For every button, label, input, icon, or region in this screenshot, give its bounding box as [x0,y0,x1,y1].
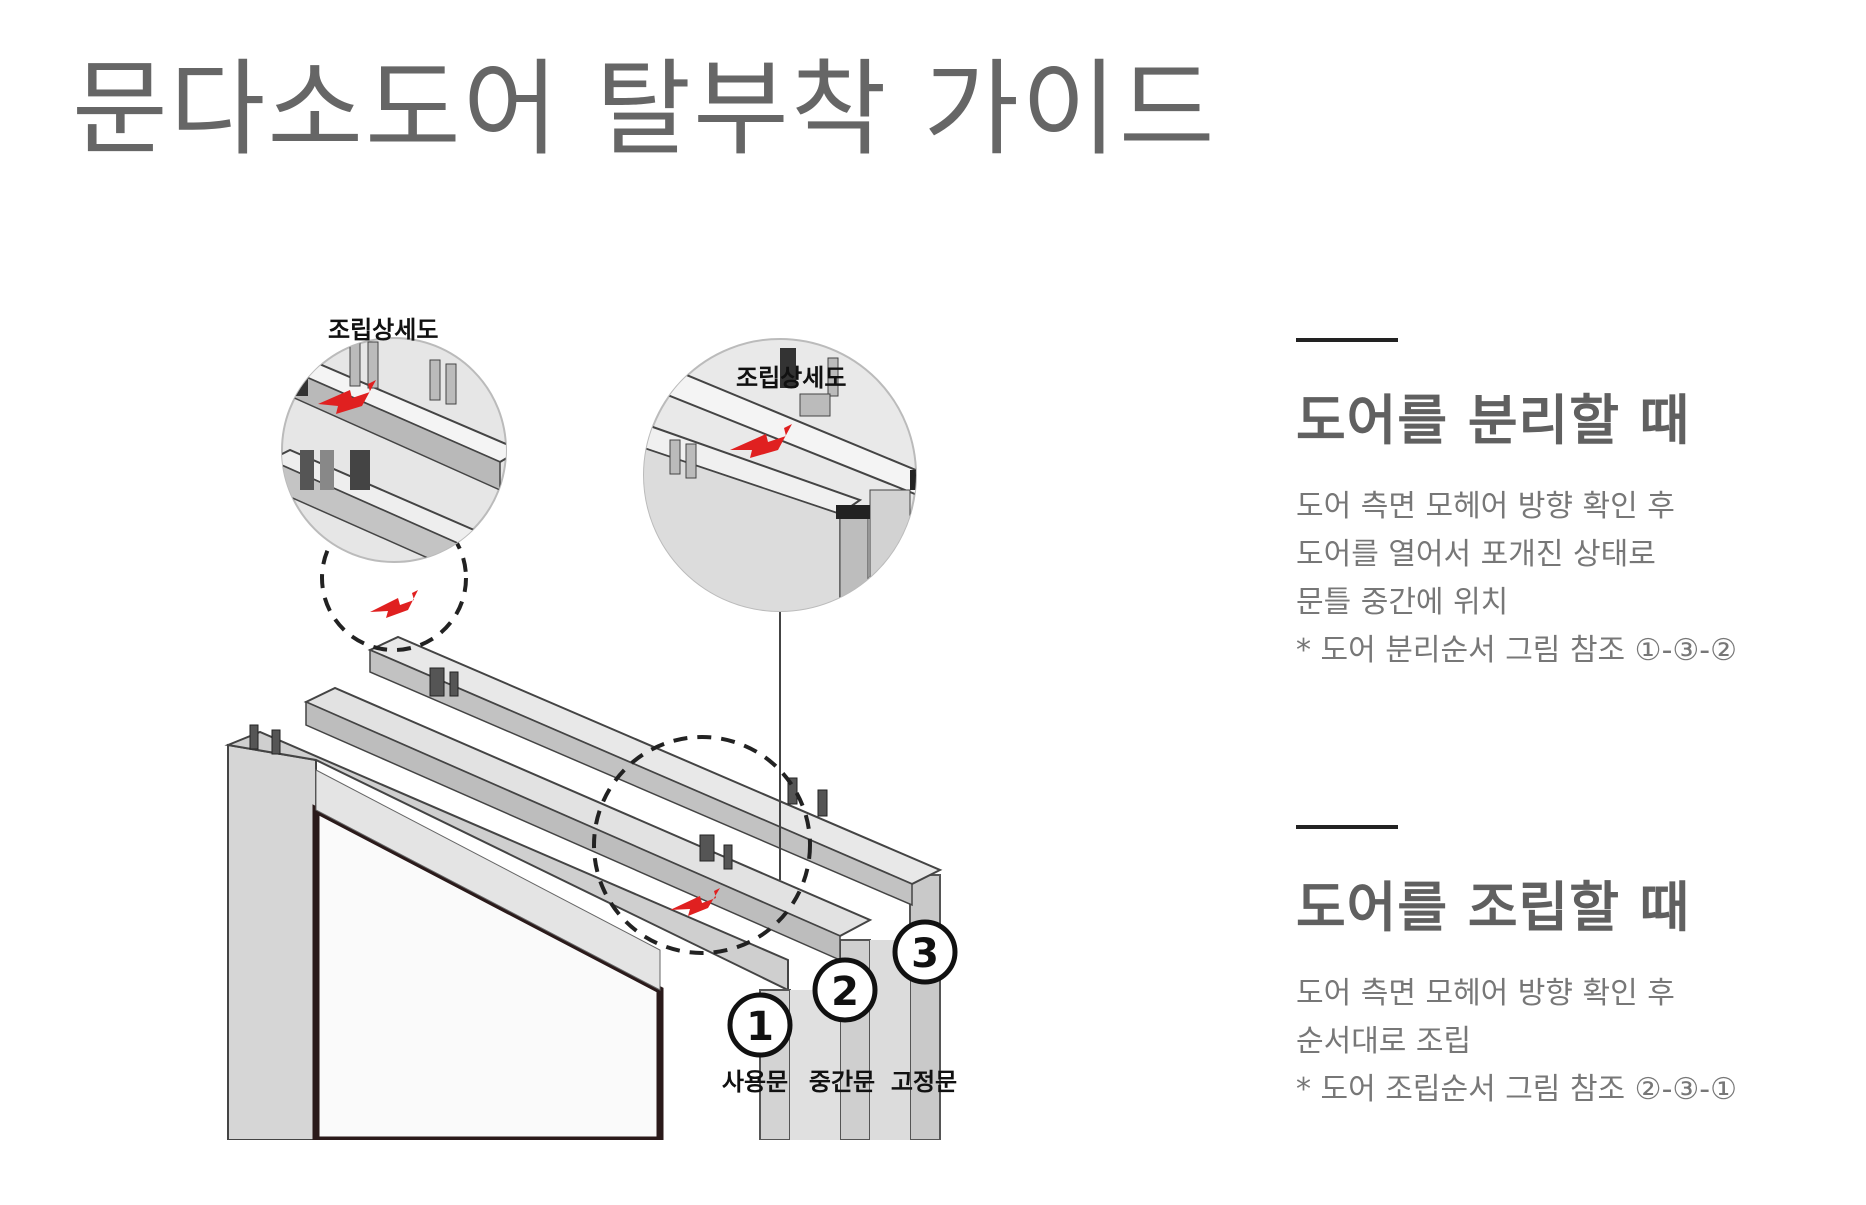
svg-text:2: 2 [831,969,859,1015]
callout-circle-right [592,735,812,955]
back-rail [367,635,943,907]
section-separate: 도어를 분리할 때 도어 측면 모헤어 방향 확인 후 도어를 열어서 포개진 … [1296,338,1816,675]
body-line: 순서대로 조립 [1296,1024,1472,1059]
section-assemble: 도어를 조립할 때 도어 측면 모헤어 방향 확인 후 순서대로 조립 * 도어… [1296,825,1816,1114]
arrow-icon [370,590,720,916]
section-body: 도어 측면 모헤어 방향 확인 후 도어를 열어서 포개진 상태로 문틀 중간에… [1296,483,1816,675]
door-label-3: 고정문 [891,1068,957,1096]
body-line: 도어 측면 모헤어 방향 확인 후 [1296,976,1675,1011]
door-badge-3: 3 [892,919,958,985]
section-body: 도어 측면 모헤어 방향 확인 후 순서대로 조립 * 도어 조립순서 그림 참… [1296,970,1816,1114]
body-line: 도어를 열어서 포개진 상태로 [1296,537,1656,572]
svg-text:3: 3 [911,931,939,977]
body-line: * 도어 조립순서 그림 참조 ②-③-① [1296,1072,1738,1107]
section-rule [1296,825,1398,829]
door-label-1: 사용문 [722,1068,788,1096]
detail-view-left [281,337,507,563]
door-label-2: 중간문 [809,1068,875,1096]
detail-label-left: 조립상세도 [328,316,438,344]
door-assembly-diagram: 조립상세도 조립상세도 1 2 3 사용문 중간문 고정문 [224,316,958,1140]
door-badge-2: 2 [812,957,878,1023]
section-heading: 도어를 조립할 때 [1296,876,1691,939]
body-line: 문틀 중간에 위치 [1296,585,1509,620]
section-rule [1296,338,1398,342]
svg-text:1: 1 [746,1004,774,1050]
page-title: 문다소도어 탈부착 가이드 [72,48,1217,170]
body-line: * 도어 분리순서 그림 참조 ①-③-② [1296,633,1738,668]
body-line: 도어 측면 모헤어 방향 확인 후 [1296,489,1675,524]
detail-label-right: 조립상세도 [736,364,846,392]
door-badge-1: 1 [727,992,793,1058]
section-heading: 도어를 분리할 때 [1296,389,1691,452]
